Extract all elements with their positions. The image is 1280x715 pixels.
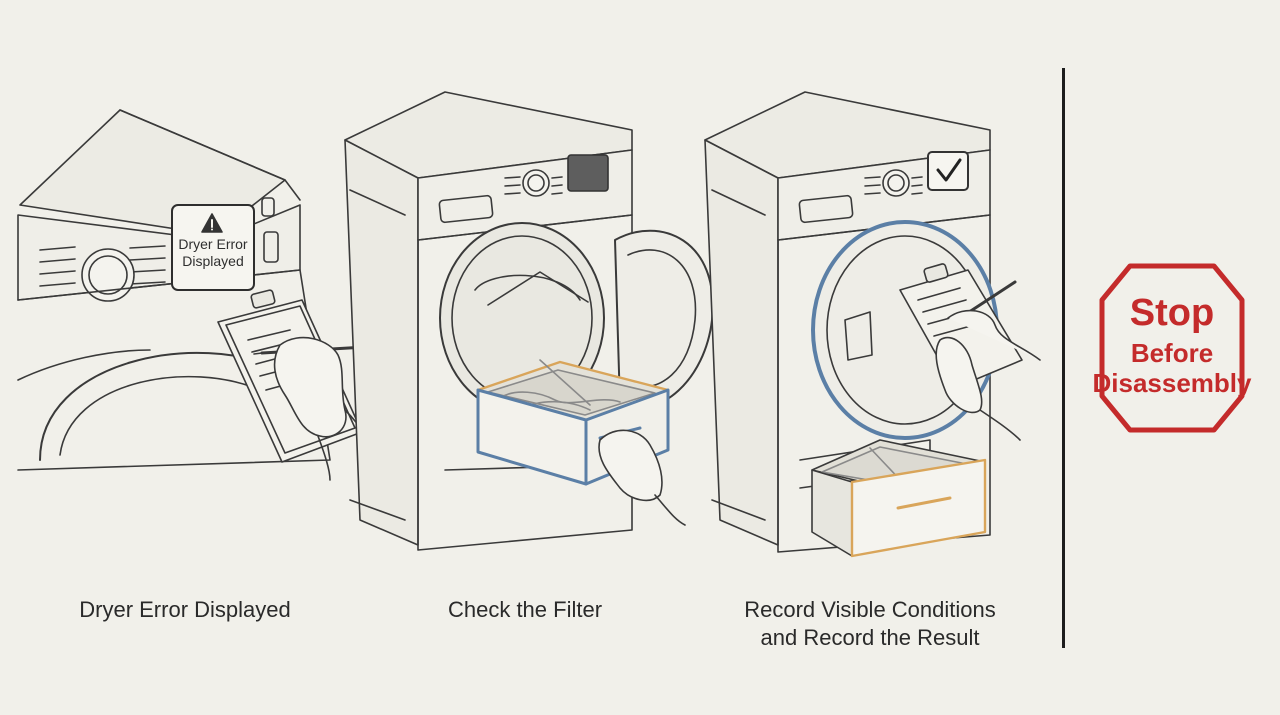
dryer-filter-illustration [344, 91, 714, 551]
stop-octagon-icon [1099, 263, 1245, 433]
checkmark-icon [936, 158, 962, 182]
hand-pulling-drawer [598, 429, 686, 526]
step-1-caption: Dryer Error Displayed [79, 597, 291, 622]
stop-line-1: Stop [1129, 292, 1215, 334]
section-divider [1062, 68, 1065, 648]
stop-sign-label: Stop Before Disassembly [1080, 262, 1264, 434]
step-2-caption: Check the Filter [447, 597, 603, 622]
step-3-caption: Record Visible Conditions and Record the… [744, 597, 996, 650]
filter-drawer-open [811, 439, 987, 558]
dryer-record-illustration [704, 91, 1041, 553]
warning-icon [201, 213, 223, 233]
error-display-screen [171, 204, 255, 291]
stop-line-3: Disassembly [1092, 368, 1252, 398]
stop-line-2: Before [1130, 338, 1214, 368]
error-screen-text: Dryer Error Displayed [178, 236, 248, 269]
clipboard-hand-1 [217, 289, 373, 481]
stop-sign [1099, 263, 1245, 433]
